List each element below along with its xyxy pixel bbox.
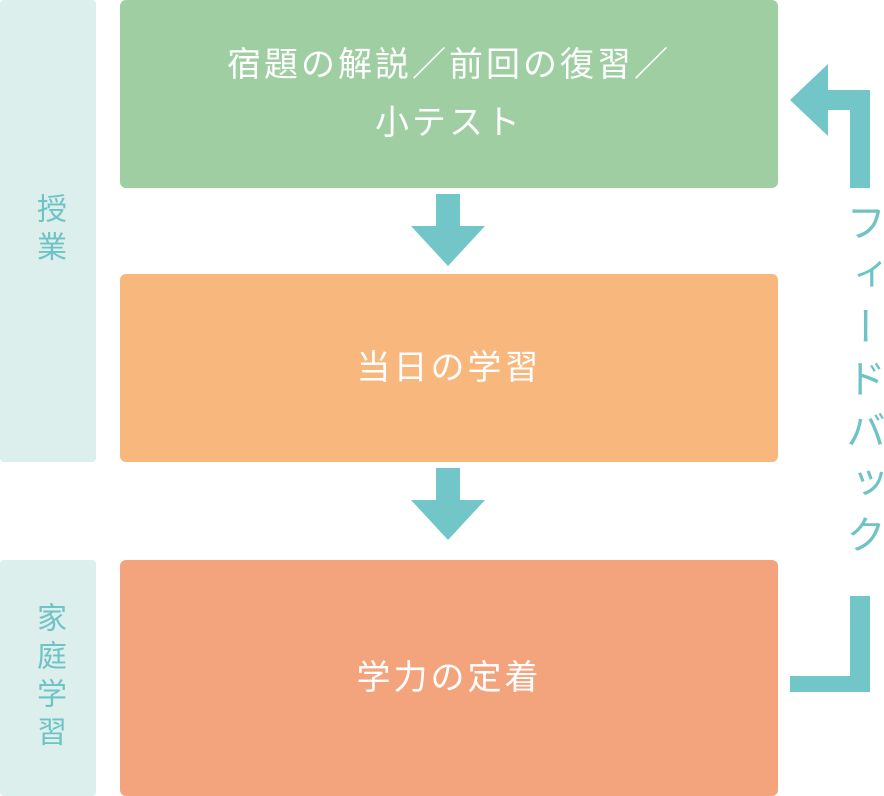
side-label-class: 授業: [0, 0, 96, 462]
step-review-line2: 小テスト: [375, 103, 523, 143]
step-box-review: 宿題の解説／前回の復習／ 小テスト: [120, 0, 778, 188]
step-retention-line1: 学力の定着: [356, 658, 542, 698]
loop-back-arrow-icon: [790, 64, 870, 692]
step-box-today-learning: 当日の学習: [120, 274, 778, 462]
step-box-retention: 学力の定着: [120, 560, 778, 796]
step-review-line1: 宿題の解説／前回の復習／: [227, 45, 671, 85]
step-today-line1: 当日の学習: [356, 348, 542, 388]
down-arrow-icon: [411, 468, 485, 540]
feedback-label: フィードバック: [832, 202, 884, 582]
side-label-home-study-text: 家庭学習: [31, 602, 66, 754]
side-label-class-text: 授業: [31, 193, 66, 269]
feedback-label-text: フィードバック: [839, 202, 884, 566]
down-arrow-icon: [411, 194, 485, 266]
side-label-home-study: 家庭学習: [0, 560, 96, 796]
